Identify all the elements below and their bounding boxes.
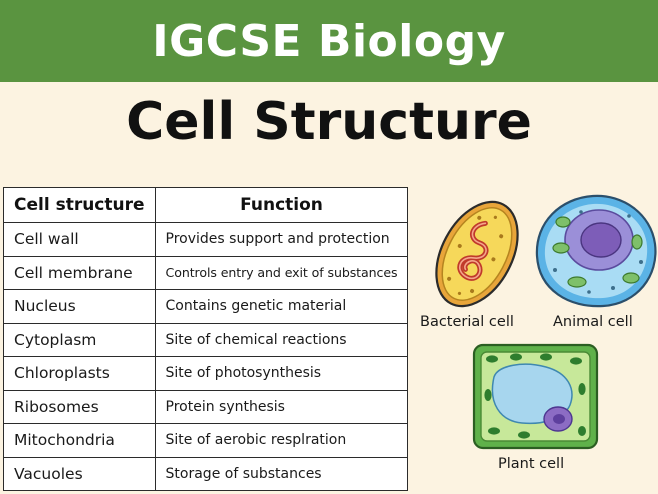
function-cell: Site of aerobic resplration [154,423,409,458]
cell-structure-table: Cell structure Function Cell wall Provid… [3,187,409,491]
function-cell: Site of chemical reactions [154,322,409,357]
plant-cell-label: Plant cell [498,456,565,472]
structure-cell: Cytoplasm [3,322,156,357]
structure-cell: Mitochondria [3,423,156,458]
table-row: Ribosomes Protein synthesis [3,389,409,424]
column-header-function: Function [154,187,409,223]
animal-cell-label: Animal cell [553,314,633,330]
structure-cell: Vacuoles [3,456,156,491]
structure-cell: Nucleus [3,289,156,324]
structure-cell: Chloroplasts [3,356,156,391]
table-row: Mitochondria Site of aerobic resplration [3,423,409,458]
plant-cell-diagram [472,343,599,450]
table-row: Cell membrane Controls entry and exit of… [3,255,409,290]
animal-cell-diagram [535,194,657,308]
table-row: Vacuoles Storage of substances [3,456,409,491]
table-row: Nucleus Contains genetic material [3,289,409,324]
banner-title: IGCSE Biology [152,15,506,67]
function-cell: Storage of substances [154,456,409,491]
structure-cell: Cell wall [3,222,156,257]
table-row: Chloroplasts Site of photosynthesis [3,356,409,391]
table-row: Cytoplasm Site of chemical reactions [3,322,409,357]
bacterial-cell-label: Bacterial cell [420,314,514,330]
bacterial-cell-diagram [435,200,519,308]
function-cell: Site of photosynthesis [154,356,409,391]
structure-cell: Cell membrane [3,255,156,290]
header-banner: IGCSE Biology [0,0,658,82]
function-cell: Controls entry and exit of substances [154,255,409,290]
function-cell: Contains genetic material [154,289,409,324]
page-title: Cell Structure [126,92,532,152]
column-header-structure: Cell structure [3,187,156,223]
structure-cell: Ribosomes [3,389,156,424]
function-cell: Protein synthesis [154,389,409,424]
table-row: Cell wall Provides support and protectio… [3,222,409,257]
function-cell: Provides support and protection [154,222,409,257]
table-header-row: Cell structure Function [3,187,409,223]
